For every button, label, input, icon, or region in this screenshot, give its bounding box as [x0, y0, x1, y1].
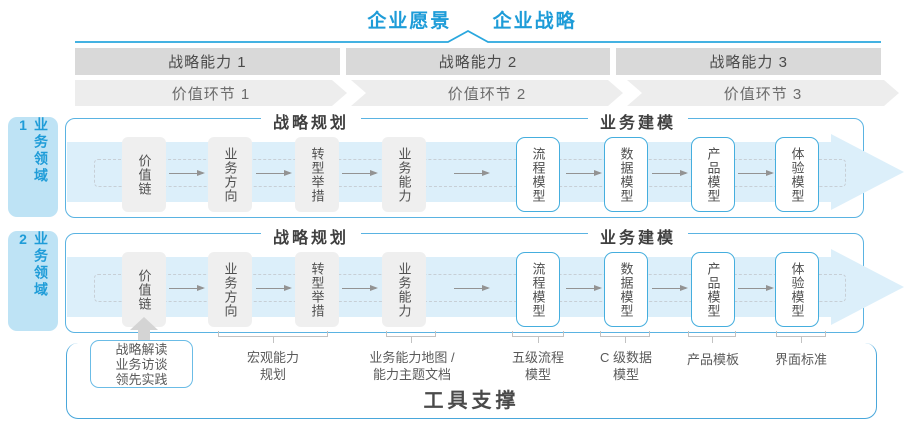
- node-transformation-initiatives: 转型举措: [295, 137, 339, 212]
- flow-arrow-icon: [652, 169, 688, 176]
- bracket-capability-map: [386, 331, 436, 343]
- strategy-title: 企业战略: [492, 11, 577, 32]
- planning-section-title: 战略规划: [260, 109, 362, 133]
- node-product-model: 产品模型: [691, 252, 735, 327]
- capability-bar-row: 战略能力 1 战略能力 2 战略能力 3: [75, 48, 882, 75]
- domain-label-1-text: 业务领域 1: [15, 117, 49, 185]
- bracket-data-model: [600, 331, 650, 343]
- annotation-process-model: 五级流程模型: [511, 350, 565, 382]
- node-experience-model: 体验模型: [775, 252, 819, 327]
- flow-arrow-icon: [454, 169, 490, 176]
- flow-arrow-icon: [738, 284, 774, 291]
- flow-arrow-icon: [342, 169, 378, 176]
- node-experience-model: 体验模型: [775, 137, 819, 212]
- flow-band-arrowhead-icon: [831, 249, 904, 325]
- bracket-process-model: [512, 331, 564, 343]
- flow-arrow-icon: [342, 284, 378, 291]
- node-process-model: 流程模型: [516, 137, 560, 212]
- capability-bar-1: 战略能力 1: [75, 48, 340, 75]
- capability-bar-2: 战略能力 2: [345, 48, 611, 75]
- flow-arrow-icon: [256, 169, 292, 176]
- annotation-capability-map: 业务能力地图 /能力主题文档: [369, 350, 455, 382]
- practice-note-box: 战略解读业务访谈领先实践: [90, 340, 193, 388]
- value-link-1: 价值环节 1: [75, 80, 347, 106]
- bracket-ui-standard: [776, 331, 826, 343]
- node-data-model: 数据模型: [604, 137, 648, 212]
- annotation-product-template: 产品模板: [686, 352, 740, 367]
- flow-arrow-icon: [566, 284, 602, 291]
- domain-2-lane-panel: 战略规划 业务建模 价值链 业务方向 转型举措 业务能力 流程模型 数据模型 产…: [65, 224, 904, 333]
- node-transformation-initiatives: 转型举措: [295, 252, 339, 327]
- vision-title: 企业愿景: [367, 11, 452, 32]
- annotation-macro-capability: 宏观能力规划: [246, 350, 300, 382]
- node-product-model: 产品模型: [691, 137, 735, 212]
- flow-arrow-icon: [652, 284, 688, 291]
- node-business-direction: 业务方向: [208, 137, 252, 212]
- flow-arrow-icon: [169, 284, 205, 291]
- value-link-2: 价值环节 2: [351, 80, 623, 106]
- flow-band-arrowhead-icon: [831, 134, 904, 210]
- flow-arrow-icon: [256, 284, 292, 291]
- dashed-flow-outline: [94, 159, 846, 187]
- capability-bar-3: 战略能力 3: [616, 48, 882, 75]
- domain-label-1: 业务领域 1: [8, 117, 58, 217]
- flow-arrow-icon: [454, 284, 490, 291]
- node-business-direction: 业务方向: [208, 252, 252, 327]
- bracket-macro-capability: [218, 331, 328, 343]
- flow-arrow-icon: [738, 169, 774, 176]
- dashed-flow-outline: [94, 274, 846, 302]
- node-business-capability: 业务能力: [382, 252, 426, 327]
- flow-arrow-icon: [169, 169, 205, 176]
- annotation-ui-standard: 界面标准: [774, 352, 828, 367]
- planning-section-title: 战略规划: [260, 224, 362, 248]
- domain-label-2-text: 业务领域 2: [15, 231, 49, 299]
- top-title: 企业愿景 企业战略: [367, 6, 576, 33]
- practice-note-text: 战略解读业务访谈领先实践: [115, 341, 168, 387]
- value-link-row: 价值环节 1 价值环节 2 价值环节 3: [75, 80, 899, 106]
- domain-1-lane-panel: 战略规划 业务建模 价值链 业务方向 转型举措 业务能力 流程模型 数据模型 产…: [65, 109, 904, 218]
- node-data-model: 数据模型: [604, 252, 648, 327]
- up-arrow-icon: [130, 317, 158, 330]
- flow-arrow-icon: [566, 169, 602, 176]
- tool-support-container: 工具支撑: [66, 343, 877, 419]
- annotation-data-model: C 级数据模型: [599, 350, 653, 382]
- value-link-3: 价值环节 3: [627, 80, 899, 106]
- top-divider-line: [75, 29, 881, 43]
- domain-label-2: 业务领域 2: [8, 231, 58, 331]
- node-business-capability: 业务能力: [382, 137, 426, 212]
- modeling-section-title: 业务建模: [587, 109, 689, 133]
- tool-support-title: 工具支撑: [423, 390, 520, 412]
- node-value-chain: 价值链: [122, 137, 166, 212]
- node-process-model: 流程模型: [516, 252, 560, 327]
- up-arrow-shaft: [138, 329, 150, 343]
- modeling-section-title: 业务建模: [587, 224, 689, 248]
- node-value-chain: 价值链: [122, 252, 166, 327]
- bracket-product-template: [688, 331, 736, 343]
